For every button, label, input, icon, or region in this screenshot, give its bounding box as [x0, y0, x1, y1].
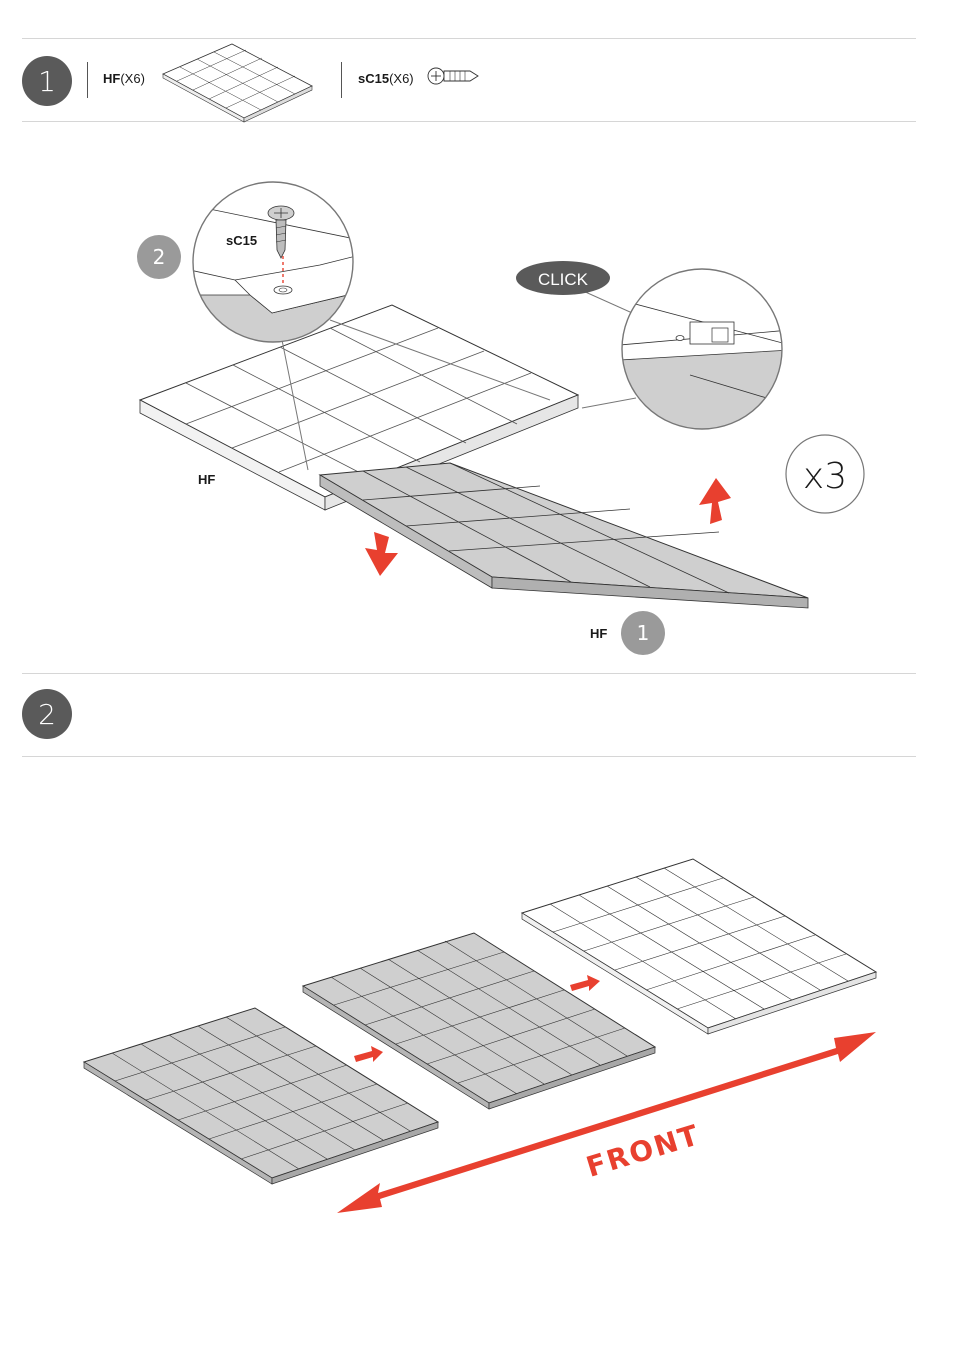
- arrow-down-icon: [365, 532, 398, 576]
- click-label: CLICK: [538, 270, 589, 289]
- click-detail-magnifier: [620, 269, 790, 440]
- hf-label-left: HF: [198, 472, 215, 487]
- hf-panel-gray: [320, 463, 808, 608]
- arrow-right-icon: [570, 975, 600, 991]
- leader-line: [582, 398, 636, 408]
- click-badge: CLICK: [516, 261, 610, 295]
- arrow-up-icon: [699, 478, 731, 524]
- arrow-right-icon: [354, 1046, 383, 1062]
- multiplier-badge: x3: [786, 435, 864, 513]
- screw-icon: [428, 68, 478, 84]
- hf-bottom-badge-number: 1: [637, 621, 650, 645]
- panel-icon: [163, 44, 312, 122]
- detail-badge-number: 2: [153, 245, 166, 269]
- multiplier-label: x3: [803, 456, 847, 497]
- detail-badge: 2: [137, 235, 181, 279]
- hf-label-bottom: HF: [590, 626, 607, 641]
- hf-bottom-badge: 1: [621, 611, 665, 655]
- screw-label: sC15: [226, 233, 257, 248]
